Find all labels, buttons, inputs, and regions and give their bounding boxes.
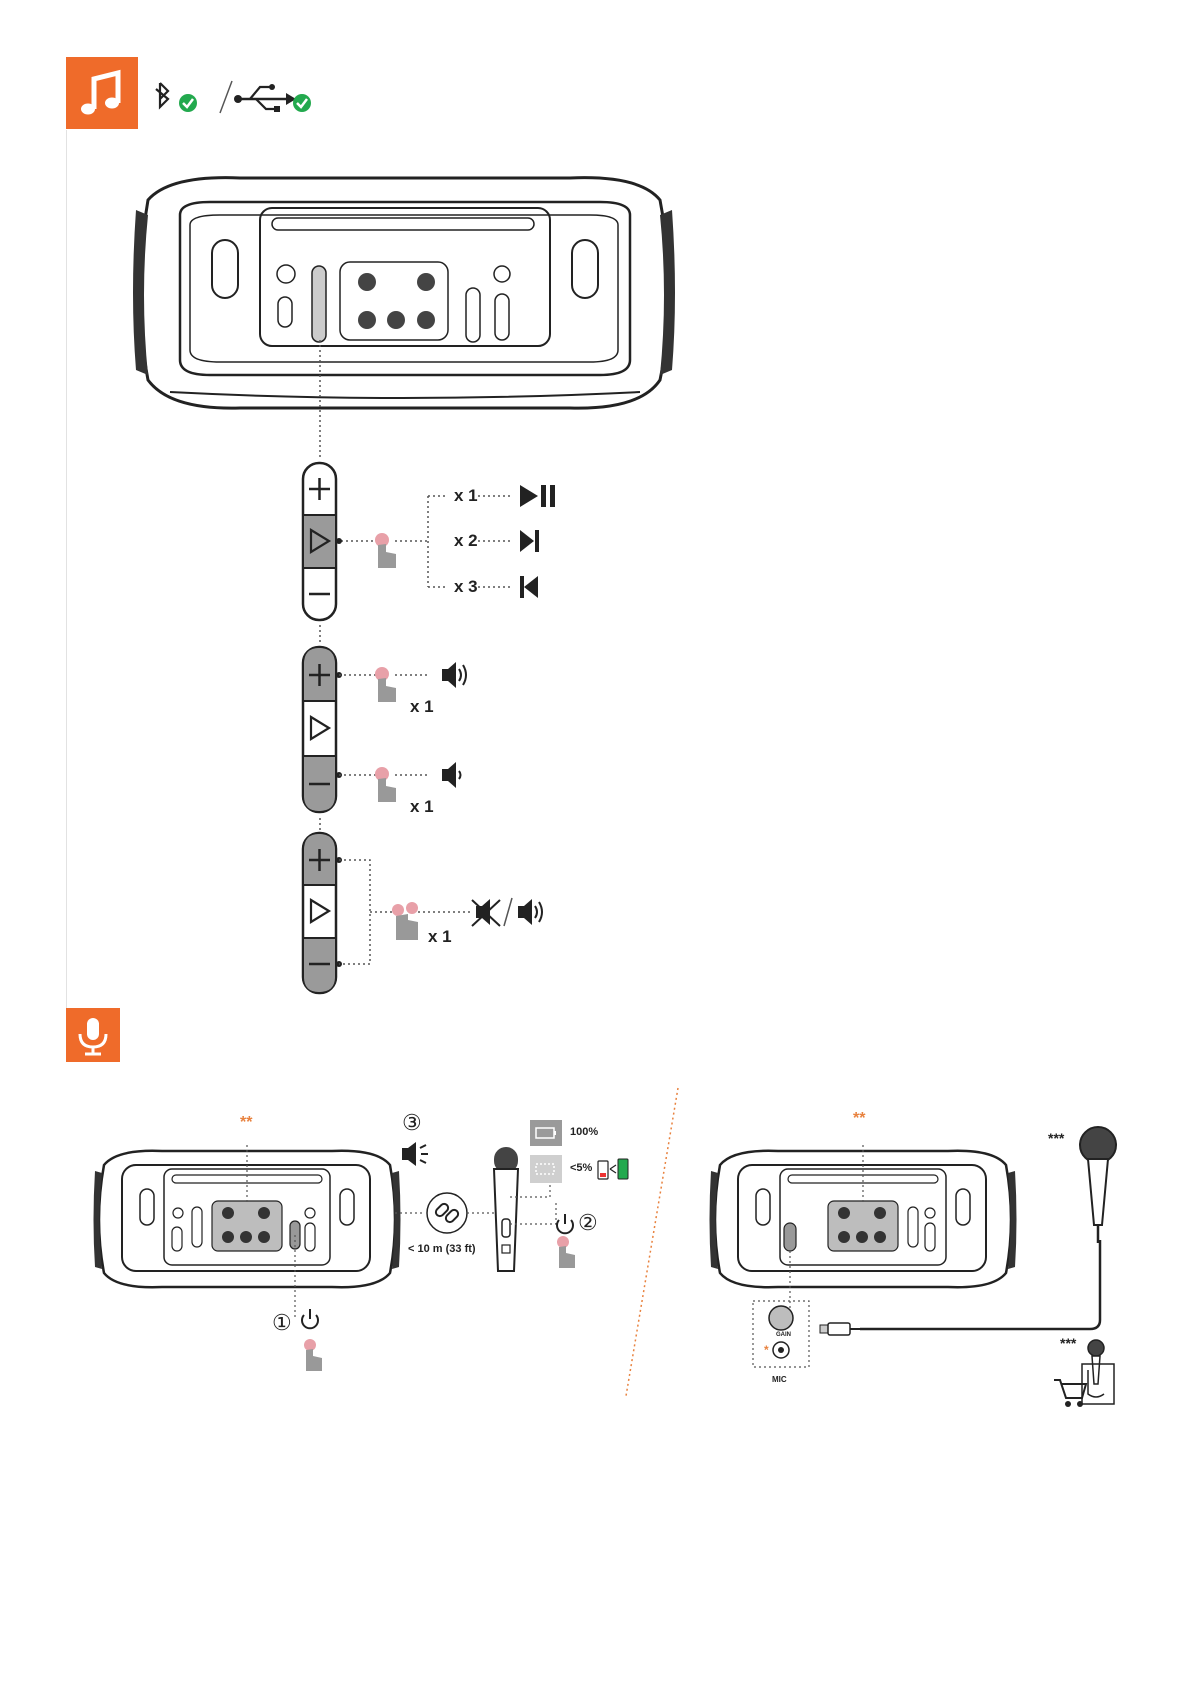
- usb-check-icon: [293, 94, 311, 112]
- battery-full-label: 100%: [570, 1126, 598, 1138]
- mic-label: MIC: [772, 1375, 787, 1384]
- power-icon: [557, 1214, 573, 1233]
- volume-up-icon: [442, 662, 466, 688]
- bluetooth-icon: [156, 83, 168, 107]
- mute-icon: [472, 899, 500, 926]
- mic-stand-marker: ***: [1060, 1335, 1076, 1351]
- x2-label: x 2: [454, 531, 478, 551]
- cart-icon: [1054, 1380, 1086, 1407]
- volume-down-icon: [442, 762, 461, 788]
- x1-label: x 1: [454, 486, 478, 506]
- volume-down-count: x 1: [410, 797, 434, 817]
- jack-plug-icon: [820, 1323, 860, 1335]
- finger-icon: [378, 778, 396, 802]
- finger-icon: [559, 1246, 575, 1268]
- power-icon: [302, 1309, 318, 1328]
- play-control-diagram: [300, 460, 580, 625]
- wired-marker-top: **: [853, 1110, 865, 1128]
- bluetooth-check-icon: [179, 94, 197, 112]
- gain-label: GAIN: [776, 1332, 791, 1338]
- volume-up-count: x 1: [410, 697, 434, 717]
- connector-dotted-line: [318, 340, 322, 460]
- wired-mic-marker: ***: [1048, 1130, 1064, 1146]
- section-divider-line: [622, 1088, 682, 1398]
- step1-power-tap: [298, 1305, 338, 1375]
- music-section-icon: [66, 57, 138, 129]
- speaker-sound-icon: [398, 1140, 438, 1170]
- step2-power-tap: [553, 1212, 583, 1272]
- distance-label: < 10 m (33 ft): [408, 1243, 476, 1255]
- finger-icon: [378, 544, 396, 568]
- gain-knob: [769, 1306, 793, 1330]
- play-pause-icon: [520, 485, 555, 507]
- mute-count: x 1: [428, 927, 452, 947]
- next-track-icon: [520, 530, 539, 552]
- finger-icon: [306, 1349, 322, 1371]
- battery-low-icon: [530, 1155, 562, 1183]
- speaker-top-view: [130, 170, 680, 430]
- wireless-marker: **: [240, 1114, 252, 1132]
- wired-marker-star: *: [764, 1343, 769, 1357]
- two-finger-icon: [396, 914, 418, 940]
- unmute-icon: [518, 899, 542, 925]
- divider-slash: [220, 81, 232, 113]
- step3-label: ③: [402, 1110, 422, 1136]
- previous-track-icon: [520, 576, 538, 598]
- finger-icon: [378, 678, 396, 702]
- step1-label: ①: [272, 1310, 292, 1336]
- battery-low-label: <5%: [570, 1162, 592, 1174]
- connector-dotted-line-2: [318, 625, 322, 645]
- source-icons: [150, 75, 320, 125]
- volume-control-diagram: [300, 644, 500, 819]
- page-margin-line: [66, 130, 67, 1010]
- usb-icon: [234, 84, 296, 112]
- mute-control-diagram: [300, 830, 560, 1000]
- wired-microphone: [1078, 1125, 1128, 1255]
- battery-full-icon: [530, 1120, 562, 1146]
- microphone-icon: [66, 1008, 120, 1062]
- x3-label: x 3: [454, 577, 478, 597]
- music-note-icon: [66, 57, 138, 129]
- microphone-section-icon: [66, 1008, 120, 1062]
- wireless-speaker-view: [92, 1145, 402, 1295]
